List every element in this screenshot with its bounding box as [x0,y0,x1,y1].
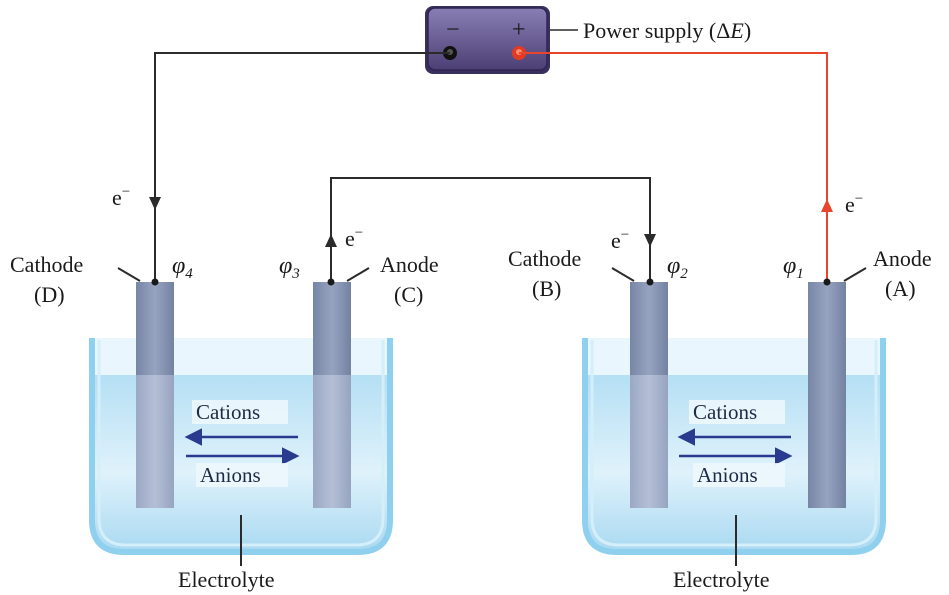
electrode-c-name: Anode [380,252,439,277]
electrode-a-name: Anode [873,246,932,271]
right-anions-label: Anions [697,463,758,487]
electron-arrow-middle-up-icon [325,234,337,247]
electron-label-middle-left: e− [345,225,363,251]
electron-arrow-left-icon [149,197,161,210]
power-supply: − + [425,6,550,74]
electrode-d [136,282,174,508]
electrode-b-name: Cathode [508,246,581,271]
electrode-d-letter: (D) [34,282,65,307]
electron-label-left: e− [112,184,130,210]
electrode-c [313,282,351,508]
electrode-b [630,282,668,508]
electron-label-right: e− [845,191,863,217]
electron-arrow-middle-down-icon [644,234,656,247]
right-cations-label: Cations [693,400,757,424]
left-cations-label: Cations [196,400,260,424]
left-electrolyte-label: Electrolyte [178,567,275,592]
electrode-d-name: Cathode [10,252,83,277]
potential-phi-2: φ2 [667,253,688,282]
electrode-b-letter: (B) [532,276,561,301]
electrode-a [808,282,846,508]
electron-label-middle-right: e− [611,227,629,253]
supply-plus-sign: + [512,17,526,43]
left-anions-label: Anions [200,463,261,487]
power-supply-label: Power supply (ΔE) [583,18,751,43]
potential-phi-3: φ3 [279,253,300,282]
electrode-a-letter: (A) [885,276,916,301]
wire-anode-c-to-cathode-b [330,177,651,282]
right-electrolyte-label: Electrolyte [673,567,770,592]
electrode-c-letter: (C) [394,282,423,307]
wire-negative-to-cathode-d [154,52,450,282]
electron-arrow-right-icon [821,199,833,212]
potential-phi-1: φ1 [783,253,804,282]
right-beaker [582,338,886,555]
potential-phi-4: φ4 [172,253,193,282]
supply-minus-sign: − [446,17,460,43]
